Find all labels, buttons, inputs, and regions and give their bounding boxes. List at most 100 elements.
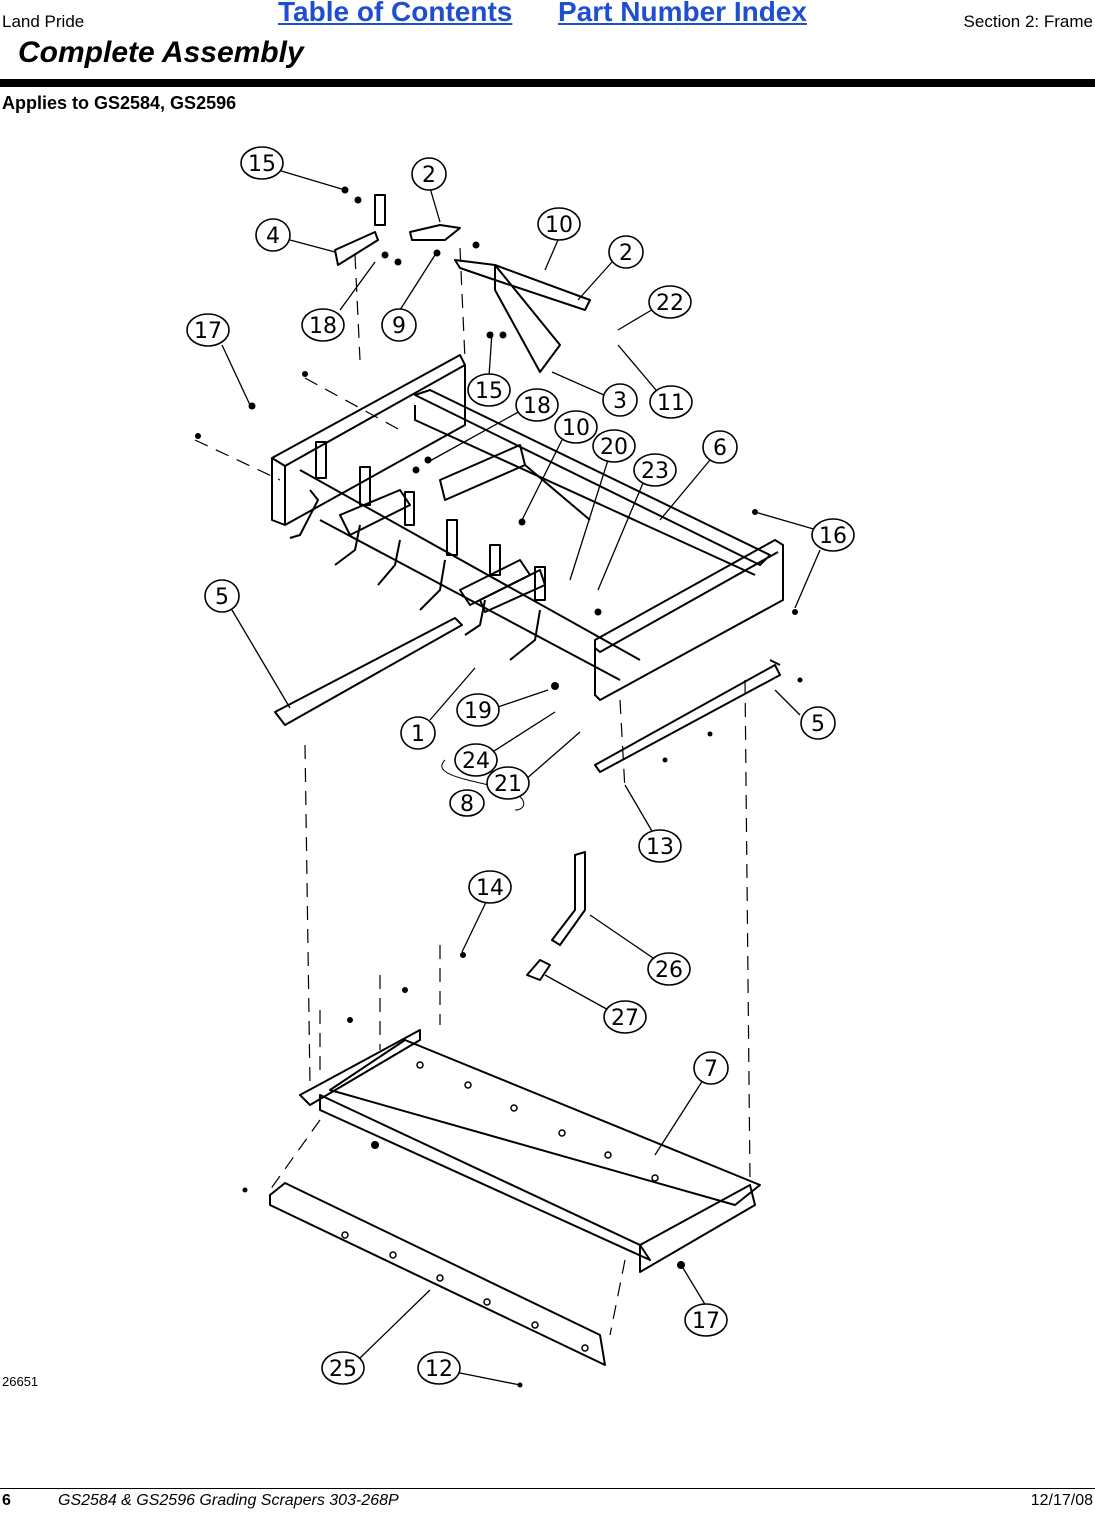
callout-22: 22: [648, 285, 692, 319]
callout-number: 15: [248, 152, 276, 177]
callout-bubble: [649, 385, 693, 419]
document-title: GS2584 & GS2596 Grading Scrapers 303-268…: [58, 1492, 399, 1509]
section-label: Section 2: Frame: [963, 12, 1093, 31]
callout-number: 14: [476, 876, 504, 901]
callout-number: 9: [392, 314, 406, 339]
callout-1: 1: [400, 716, 436, 750]
callout-number: 1: [411, 722, 425, 747]
callout-10: 10: [537, 207, 581, 241]
callout-number: 26: [655, 958, 683, 983]
callout-9: 9: [381, 308, 417, 342]
callout-bubble: [381, 308, 417, 342]
callout-number: 6: [713, 436, 727, 461]
callout-number: 23: [641, 459, 669, 484]
callout-18: 18: [301, 308, 345, 342]
callout-bubble: [411, 157, 447, 191]
callout-15: 15: [467, 373, 511, 407]
callout-bubble: [537, 207, 581, 241]
header-rule: [0, 79, 1095, 87]
callout-number: 2: [422, 163, 436, 188]
page-number: 6: [2, 1492, 11, 1509]
callout-21: 21: [486, 766, 530, 800]
callout-2: 2: [608, 235, 644, 269]
callout-24: 24: [454, 743, 498, 777]
callout-bubble: [638, 829, 682, 863]
callout-number: 17: [194, 319, 222, 344]
callout-23: 23: [633, 453, 677, 487]
callout-number: 20: [600, 435, 628, 460]
callout-11: 11: [649, 385, 693, 419]
callout-7: 7: [693, 1051, 729, 1085]
callout-17: 17: [186, 313, 230, 347]
callout-4: 4: [255, 218, 291, 252]
footer-date: 12/17/08: [1030, 1492, 1093, 1509]
callout-number: 17: [692, 1309, 720, 1334]
callout-3: 3: [602, 383, 638, 417]
callout-bubble: [592, 429, 636, 463]
callout-2: 2: [411, 157, 447, 191]
figure-number: 26651: [2, 1374, 39, 1389]
callout-12: 12: [417, 1351, 461, 1385]
callout-16: 16: [811, 518, 855, 552]
callout-number: 22: [656, 291, 684, 316]
callout-bubble: [204, 579, 240, 613]
callout-number: 18: [309, 314, 337, 339]
callout-bubble: [486, 766, 530, 800]
page-title: Complete Assembly: [18, 36, 304, 69]
callout-bubble: [468, 870, 512, 904]
callout-number: 4: [266, 224, 280, 249]
callout-number: 24: [462, 749, 490, 774]
brand-label: Land Pride: [2, 12, 85, 31]
callout-bubble: [400, 716, 436, 750]
callout-13: 13: [638, 829, 682, 863]
callout-number: 8: [460, 792, 474, 817]
callout-bubble: [454, 743, 498, 777]
callout-bubble: [648, 285, 692, 319]
callout-6: 6: [702, 430, 738, 464]
callout-bubble: [811, 518, 855, 552]
callout-number: 5: [811, 712, 825, 737]
callout-bubble: [602, 383, 638, 417]
table-of-contents-link[interactable]: Table of Contents: [278, 0, 513, 27]
callout-bubble: [647, 952, 691, 986]
part-number-index-link[interactable]: Part Number Index: [558, 0, 807, 27]
callout-17: 17: [684, 1303, 728, 1337]
callout-25: 25: [321, 1351, 365, 1385]
callout-bubble: [301, 308, 345, 342]
callout-bubble: [321, 1351, 365, 1385]
callout-number: 10: [562, 416, 590, 441]
callout-number: 13: [646, 835, 674, 860]
callout-number: 5: [215, 585, 229, 610]
callout-bubble: [456, 693, 500, 727]
callout-bubble: [603, 1000, 647, 1034]
callout-bubble: [800, 706, 836, 740]
callout-bubble: [467, 373, 511, 407]
callout-14: 14: [468, 870, 512, 904]
callout-number: 21: [494, 772, 522, 797]
callout-number: 2: [619, 241, 633, 266]
callout-26: 26: [647, 952, 691, 986]
callout-number: 27: [611, 1006, 639, 1031]
callout-bubble: [417, 1351, 461, 1385]
callout-bubble: [684, 1303, 728, 1337]
callout-19: 19: [456, 693, 500, 727]
callout-number: 12: [425, 1357, 453, 1382]
callout-27: 27: [603, 1000, 647, 1034]
callout-number: 16: [819, 524, 847, 549]
callout-bubble: [449, 789, 485, 817]
callout-number: 3: [613, 389, 627, 414]
callout-5: 5: [204, 579, 240, 613]
callout-18: 18: [515, 388, 559, 422]
callout-number: 25: [329, 1357, 357, 1382]
callout-20: 20: [592, 429, 636, 463]
callout-bubble: [608, 235, 644, 269]
callout-number: 7: [704, 1057, 718, 1082]
callout-bubble: [554, 410, 598, 444]
callout-bubble: [255, 218, 291, 252]
callout-number: 10: [545, 213, 573, 238]
callout-15: 15: [240, 146, 284, 180]
callout-8: 8: [449, 789, 485, 817]
callout-bubble: [515, 388, 559, 422]
callout-bubble: [693, 1051, 729, 1085]
